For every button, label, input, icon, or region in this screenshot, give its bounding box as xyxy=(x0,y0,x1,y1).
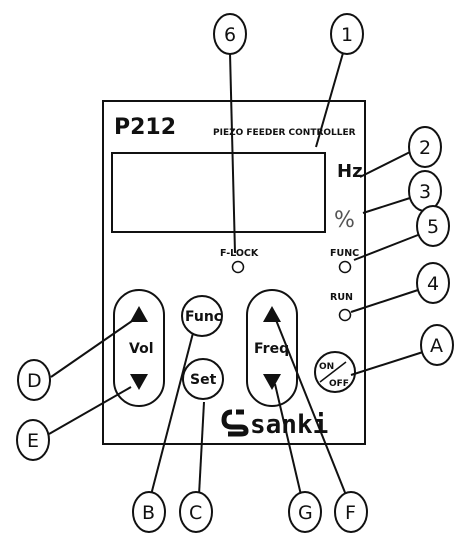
flock-led-label: F-LOCK xyxy=(220,248,259,259)
callout-F: F xyxy=(334,491,368,533)
freq-down-arrow-icon[interactable] xyxy=(263,374,281,390)
callout-leaders xyxy=(48,52,424,496)
on-label: ON xyxy=(319,362,334,372)
svg-text:E: E xyxy=(27,430,39,452)
svg-text:2: 2 xyxy=(419,137,431,159)
percent-indicator: % xyxy=(334,208,355,233)
callout-4: 4 xyxy=(416,262,450,304)
callout-A: A xyxy=(420,324,454,366)
callout-G: G xyxy=(288,491,322,533)
subtitle-label: PIEZO FEEDER CONTROLLER xyxy=(213,128,356,138)
set-button[interactable]: Set xyxy=(182,358,224,400)
func-led xyxy=(338,260,352,274)
callout-B: B xyxy=(132,491,166,533)
hz-indicator: Hz xyxy=(337,161,363,182)
freq-up-arrow-icon[interactable] xyxy=(263,306,281,322)
svg-text:B: B xyxy=(142,502,155,524)
svg-text:4: 4 xyxy=(427,273,439,295)
callout-C: C xyxy=(179,491,213,533)
run-led-label: RUN xyxy=(330,292,353,303)
callout-5: 5 xyxy=(416,205,450,247)
svg-text:5: 5 xyxy=(427,216,439,238)
brand-text: sanki xyxy=(250,410,328,440)
run-led xyxy=(338,308,352,322)
callout-1: 1 xyxy=(330,13,364,55)
callout-2: 2 xyxy=(408,126,442,168)
freq-label: Freq xyxy=(254,341,289,357)
func-button[interactable]: Func xyxy=(181,295,223,337)
svg-text:F: F xyxy=(345,502,356,524)
display-window xyxy=(111,152,326,233)
off-label: OFF xyxy=(329,379,349,389)
callout-D: D xyxy=(17,359,51,401)
svg-text:A: A xyxy=(430,335,443,357)
vol-down-arrow-icon[interactable] xyxy=(130,374,148,390)
sanki-logo-icon xyxy=(221,409,249,437)
set-button-label: Set xyxy=(190,372,217,388)
callout-E: E xyxy=(16,419,50,461)
svg-text:6: 6 xyxy=(224,24,236,46)
svg-text:C: C xyxy=(189,502,202,524)
on-off-button[interactable]: ON OFF xyxy=(314,351,356,393)
brand-logo: sanki xyxy=(221,409,328,440)
flock-led xyxy=(231,260,245,274)
svg-text:1: 1 xyxy=(341,24,353,46)
svg-text:D: D xyxy=(27,370,42,392)
func-led-label: FUNC xyxy=(330,248,359,259)
freq-button[interactable]: Freq xyxy=(246,289,298,407)
func-button-label: Func xyxy=(185,309,222,325)
model-label: P212 xyxy=(114,115,176,140)
vol-up-arrow-icon[interactable] xyxy=(130,306,148,322)
callout-6: 6 xyxy=(213,13,247,55)
callout-3: 3 xyxy=(408,170,442,212)
svg-text:3: 3 xyxy=(419,181,431,203)
svg-text:G: G xyxy=(298,502,313,524)
vol-label: Vol xyxy=(129,341,154,357)
vol-button[interactable]: Vol xyxy=(113,289,165,407)
